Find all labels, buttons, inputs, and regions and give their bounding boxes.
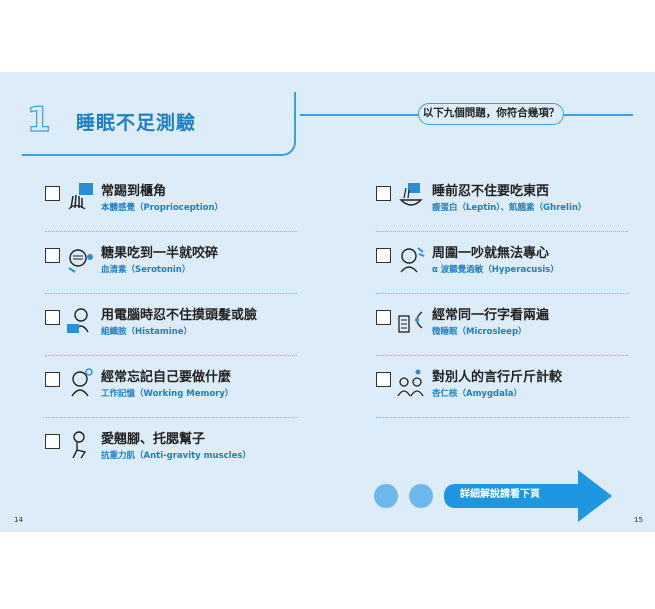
dotted-divider <box>45 231 297 232</box>
item-subtitle: 工作記憶（Working Memory） <box>101 389 234 399</box>
item-title: 周圍一吵就無法專心 <box>432 246 550 261</box>
dotted-divider <box>376 355 628 356</box>
checkbox[interactable] <box>376 186 391 201</box>
checkbox[interactable] <box>45 372 60 387</box>
header-rule-left <box>300 114 418 116</box>
item-subtitle: 瘦蛋白（Leptin）、飢餓素（Ghrelin） <box>432 203 587 213</box>
section-number: 1 <box>26 99 51 140</box>
item-title: 對別人的言行斤斤計較 <box>432 370 563 385</box>
checkbox[interactable] <box>376 310 391 325</box>
late-snack-icon <box>396 182 426 212</box>
dotted-divider <box>45 293 297 294</box>
checkbox[interactable] <box>376 372 391 387</box>
next-page-label[interactable]: 詳細解說請看下頁 <box>460 489 540 500</box>
item-subtitle: α 波聽覺過敏（Hyperacusis） <box>432 265 559 275</box>
item-subtitle: 本體感覺（Proprioception） <box>101 203 224 213</box>
checkbox[interactable] <box>45 434 60 449</box>
noise-distracted-icon <box>396 244 426 274</box>
book-spread <box>0 72 655 532</box>
item-subtitle: 抗重力肌（Anti-gravity muscles） <box>101 451 251 461</box>
item-subtitle: 血清素（Serotonin） <box>101 265 191 275</box>
item-subtitle: 組織胺（Histamine） <box>101 327 192 337</box>
dotted-divider <box>376 293 628 294</box>
decorative-dot <box>409 484 433 508</box>
checkbox[interactable] <box>45 186 60 201</box>
item-title: 糖果吃到一半就咬碎 <box>101 246 219 261</box>
page-number-right: 15 <box>634 516 643 524</box>
title-frame <box>22 92 296 156</box>
dotted-divider <box>376 231 628 232</box>
candy-bite-icon <box>65 244 95 274</box>
item-title: 經常同一行字看兩遍 <box>432 308 550 323</box>
next-page-arrow[interactable] <box>444 470 612 522</box>
item-title: 常踢到櫃角 <box>101 184 167 199</box>
checkbox[interactable] <box>376 248 391 263</box>
crossed-legs-icon <box>65 430 95 460</box>
item-title: 愛翹腳、托腮幫子 <box>101 432 206 447</box>
item-title: 睡前忍不住要吃東西 <box>432 184 550 199</box>
item-title: 用電腦時忍不住摸頭髮或臉 <box>101 308 258 323</box>
dotted-divider <box>45 417 297 418</box>
checkbox[interactable] <box>45 310 60 325</box>
computer-user-icon <box>65 306 95 336</box>
decorative-dot <box>374 484 398 508</box>
reading-eye-icon <box>396 306 426 336</box>
forgetful-person-icon <box>65 368 95 398</box>
item-title: 經常忘記自己要做什麼 <box>101 370 232 385</box>
item-subtitle: 杏仁核（Amygdala） <box>432 389 523 399</box>
dotted-divider <box>376 417 628 418</box>
item-subtitle: 微睡眠（Microsleep） <box>432 327 527 337</box>
checkbox[interactable] <box>45 248 60 263</box>
page-number-left: 14 <box>14 516 23 524</box>
header-rule-right <box>564 114 633 116</box>
dotted-divider <box>45 355 297 356</box>
two-people-icon <box>396 368 426 398</box>
page-title: 睡眠不足測驗 <box>76 112 197 134</box>
foot-kick-icon <box>65 182 95 212</box>
question-pill: 以下九個問題，你符合幾項？ <box>418 103 564 125</box>
